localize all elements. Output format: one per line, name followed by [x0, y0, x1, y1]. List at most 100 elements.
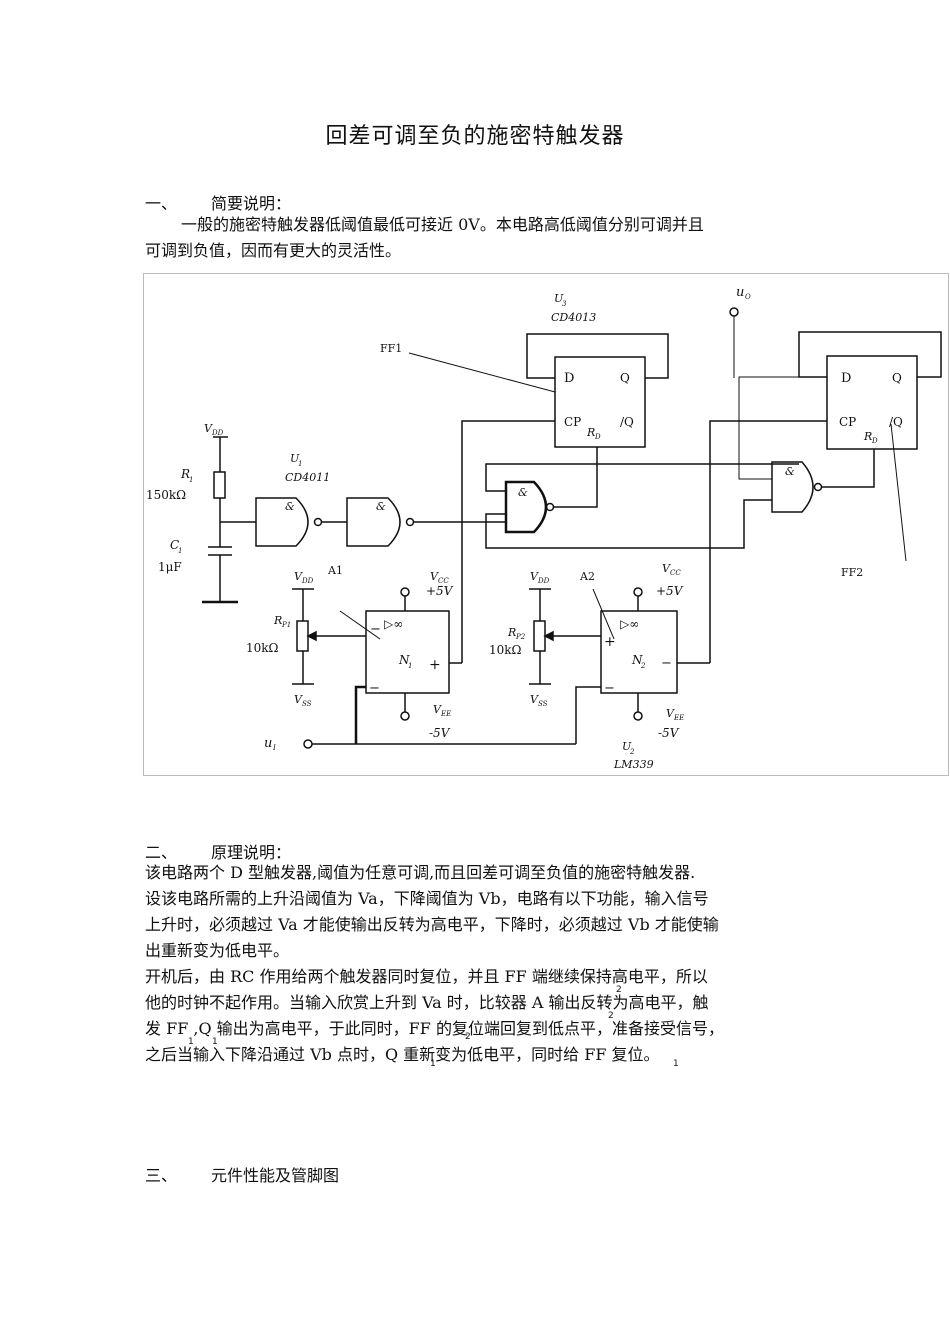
subscript-q1-fall: 1: [430, 1059, 436, 1069]
text-line: 该电路两个 D 型触发器,阈值为任意可调,而且回差可调至负值的施密特触发器.: [145, 863, 696, 882]
section-title: 元件性能及管脚图: [211, 1166, 340, 1185]
section-3-heading: 三、元件性能及管脚图: [145, 1162, 339, 1186]
vdd-b-sub: DD: [537, 577, 550, 585]
nand-gate-3: [504, 480, 548, 534]
a1-comp-symbol: ▷∞: [384, 617, 403, 631]
page-title: 回差可调至负的施密特触发器: [325, 124, 625, 149]
text-line: 上升时，必须越过 Va 才能使输出反转为高电平，下降时，必须越过 Vb 才能使输: [145, 915, 719, 934]
r1-resistor: [213, 471, 226, 499]
ff1-box: [554, 356, 646, 448]
a2-plus-input: +: [604, 634, 616, 650]
vcc1-value: +5V: [426, 584, 454, 598]
subscript-q1: 1: [212, 1037, 218, 1047]
ic-u3-sub: 3: [562, 300, 567, 308]
vdd-top-label: V: [204, 422, 213, 435]
a2-minus-bottom: −: [604, 681, 615, 696]
rp1-label: R: [273, 614, 282, 627]
vdd-a-label: V: [294, 570, 303, 583]
vcc2-label: V: [662, 562, 671, 575]
vee1-label: V: [433, 703, 442, 716]
gate2-symbol: &: [376, 500, 386, 513]
ff1-rd-sub: D: [594, 433, 601, 441]
vcc1-label: V: [430, 570, 439, 583]
section-number: 二、: [145, 843, 178, 862]
text-line: 出重新变为低电平。: [145, 941, 290, 960]
c1-value: 1μF: [158, 560, 182, 574]
vdd-a-sub: DD: [301, 577, 314, 585]
ic-u3-part: CD4013: [551, 311, 596, 324]
r1-value: 150kΩ: [146, 488, 186, 502]
section-2-heading: 二、原理说明：: [145, 839, 291, 863]
ff2-nq-label: /Q: [889, 415, 903, 429]
a2-minus-output: −: [661, 656, 672, 671]
a1-label: A1: [327, 564, 343, 577]
intro-paragraph: 一般的施密特触发器低阈值最低可接近 0V。本电路高低阈值分别可调并且 可调到负值…: [145, 212, 810, 264]
ff2-rd-label: R: [863, 430, 872, 443]
uo-label: u: [736, 285, 744, 300]
section-number: 一、: [145, 194, 178, 213]
vcc2-sub: CC: [670, 569, 681, 577]
text-line: 可调到负值，因而有更大的灵活性。: [145, 241, 402, 260]
a2-label: A2: [579, 570, 595, 583]
comparator-a2: [600, 610, 678, 694]
uo-sub: O: [745, 293, 751, 301]
ui-label: u: [264, 736, 272, 751]
ff2-q-label: Q: [892, 371, 902, 385]
nand-gate-2: [346, 497, 401, 547]
r1-sub: 1: [189, 476, 193, 484]
vss-b-sub: SS: [538, 700, 548, 708]
n1-sub: 1: [408, 662, 412, 670]
rp2-label: R: [507, 626, 516, 639]
a1-minus-bottom: −: [369, 681, 380, 696]
gate3-symbol: &: [518, 486, 528, 499]
ic-u1-sub: 1: [298, 460, 302, 468]
nand-gate-4: [771, 461, 814, 513]
vdd-top-sub: DD: [211, 429, 224, 437]
ff1-rd-label: R: [586, 426, 595, 439]
rp1-sub: P1: [281, 621, 291, 629]
a1-minus-top: −: [370, 622, 381, 637]
r1-label: R: [180, 467, 190, 481]
a2-comp-symbol: ▷∞: [620, 617, 639, 631]
subscript-a2: 2: [608, 1011, 614, 1021]
c1-label: C: [170, 538, 179, 552]
principle-paragraph-2: 开机后，由 RC 作用给两个触发器同时复位，并且 FF 端继续保持高电平，所以 …: [145, 964, 810, 1068]
rp2-sub: P2: [515, 633, 526, 641]
n2-sub: 2: [640, 662, 646, 670]
text-line: 开机后，由 RC 作用给两个触发器同时复位，并且 FF 端继续保持高电平，所以: [145, 967, 708, 986]
ic-u3-label: U: [554, 292, 564, 305]
vdd-b-label: V: [530, 570, 539, 583]
gate4-symbol: &: [785, 465, 795, 478]
vee1-sub: EE: [440, 710, 451, 718]
ff2-label: FF2: [841, 566, 863, 579]
circuit-diagram: FF1 D Q CP R D /Q D Q CP R D /Q FF2 U 3 …: [143, 273, 949, 776]
ff2-d-label: D: [841, 371, 851, 386]
ff2-rd-sub: D: [871, 437, 878, 445]
subscript-ff1-reset: 1: [673, 1059, 679, 1069]
ff1-cp-label: CP: [564, 415, 581, 429]
subscript-ff1: 1: [188, 1037, 194, 1047]
n2-label: N: [631, 653, 643, 667]
vee1-value: -5V: [429, 726, 451, 740]
vee2-value: -5V: [658, 726, 680, 740]
n1-label: N: [398, 653, 410, 667]
ff2-cp-label: CP: [839, 415, 856, 429]
section-1-heading: 一、简要说明：: [145, 190, 291, 214]
vss-a-label: V: [294, 693, 303, 706]
ic-u1-label: U: [290, 452, 300, 465]
ic-u2-sub: 2: [629, 748, 635, 756]
ic-u2-label: U: [622, 740, 632, 753]
circuit-svg: FF1 D Q CP R D /Q D Q CP R D /Q FF2 U 3 …: [146, 285, 942, 771]
ui-sub: I: [272, 744, 276, 752]
ic-u1-part: CD4011: [285, 471, 330, 484]
c1-sub: 1: [178, 547, 182, 555]
comparator-a1: [365, 610, 450, 694]
text-line: 发 FF ,Q 输出为高电平，于此同时，FF 的复位端回复到低点平，准备接受信号…: [145, 1019, 724, 1038]
vss-b-label: V: [530, 693, 539, 706]
ff1-nq-label: /Q: [620, 415, 634, 429]
text-line: 设该电路所需的上升沿阈值为 Va，下降阈值为 Vb，电路有以下功能，输入信号: [145, 889, 709, 908]
nand-gate-1: [255, 497, 309, 547]
ic-u2-part: LM339: [613, 758, 654, 771]
text-line: 他的时钟不起作用。当输入欣赏上升到 Va 时，比较器 A 输出反转为高电平，触: [145, 993, 709, 1012]
text-line: 一般的施密特触发器低阈值最低可接近 0V。本电路高低阈值分别可调并且: [181, 215, 704, 234]
